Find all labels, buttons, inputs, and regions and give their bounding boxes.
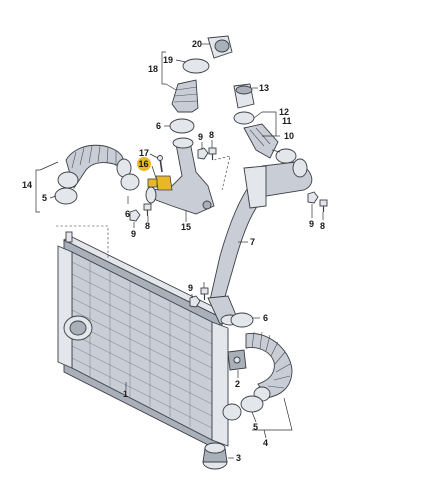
clamp-6-left[interactable] [120, 173, 140, 191]
bolt-17[interactable] [157, 155, 163, 173]
nut-9-left[interactable] [129, 209, 141, 222]
callout-13: 13 [259, 83, 269, 93]
clamp-6-upper[interactable] [169, 118, 195, 134]
callout-3: 3 [236, 453, 241, 463]
callout-6-upper: 6 [156, 121, 161, 131]
clamp-5-lower[interactable] [240, 395, 264, 413]
callout-17: 17 [139, 148, 149, 158]
callout-6-left: 6 [125, 209, 130, 219]
clamp-19[interactable] [182, 58, 210, 74]
pipe-7[interactable] [209, 158, 313, 301]
callout-16: 16 [139, 159, 149, 169]
callout-11: 11 [282, 116, 292, 126]
callout-7: 7 [250, 237, 255, 247]
callout-1: 1 [123, 389, 128, 399]
nut-9-right[interactable] [307, 191, 319, 204]
grommet-3[interactable] [202, 442, 228, 470]
pipe-15[interactable] [145, 137, 215, 215]
callout-14: 14 [22, 180, 32, 190]
connector-13[interactable] [233, 83, 255, 109]
sensor-16[interactable] [147, 175, 173, 191]
hose-14[interactable] [57, 144, 132, 190]
callout-12: 12 [279, 107, 289, 117]
bolt-8-left[interactable] [143, 203, 152, 216]
callout-5-left: 5 [42, 193, 47, 203]
callout-8-upper: 8 [209, 130, 214, 140]
callout-9-mid: 9 [188, 283, 193, 293]
nut-9-mid[interactable] [189, 295, 201, 308]
callout-9-left: 9 [131, 229, 136, 239]
clamp-12[interactable] [233, 111, 255, 125]
callout-8-left: 8 [145, 221, 150, 231]
hose-10[interactable] [243, 123, 279, 159]
callout-20: 20 [192, 39, 202, 49]
callout-19: 19 [163, 55, 173, 65]
nut-9-upper[interactable] [197, 147, 209, 160]
intercooler-radiator[interactable] [57, 231, 242, 453]
bolt-8-right[interactable] [319, 199, 328, 212]
hose-18[interactable] [171, 79, 199, 113]
callout-labels: 20 19 18 13 12 11 10 6 9 8 17 16 14 5 6 … [22, 39, 325, 463]
callout-4: 4 [263, 438, 268, 448]
bolt-8-upper[interactable] [208, 147, 217, 160]
leader-lines [35, 43, 324, 459]
clamp-11[interactable] [275, 148, 297, 164]
callout-2: 2 [235, 379, 240, 389]
callout-5-lower: 5 [253, 422, 258, 432]
callout-15: 15 [181, 222, 191, 232]
callout-18: 18 [148, 64, 158, 74]
clamp-5-left[interactable] [54, 187, 78, 205]
callout-10: 10 [284, 131, 294, 141]
callout-9-right: 9 [309, 219, 314, 229]
callout-9-upper: 9 [198, 132, 203, 142]
hose-4[interactable] [245, 331, 293, 402]
clamp-6-lower[interactable] [230, 312, 254, 328]
callout-16-highlight: 16 [137, 157, 151, 171]
callout-6-lower: 6 [263, 313, 268, 323]
connector-20[interactable] [207, 35, 233, 59]
bolt-8-mid[interactable] [200, 287, 209, 300]
callout-8-right: 8 [320, 221, 325, 231]
bracket-2[interactable] [227, 349, 247, 371]
